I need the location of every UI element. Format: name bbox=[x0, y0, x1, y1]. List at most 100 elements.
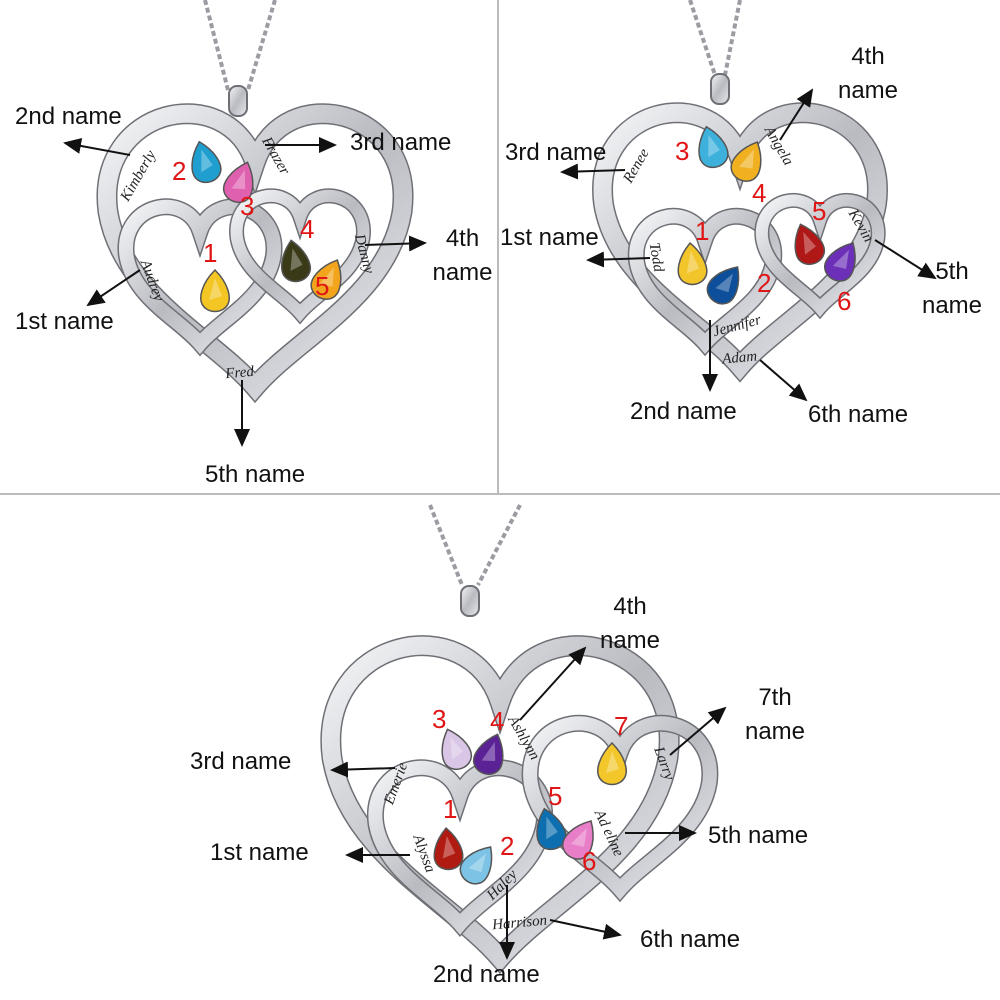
gem-5 bbox=[794, 223, 826, 265]
label-2nd-name: 2nd name bbox=[15, 103, 122, 130]
number-5: 5 bbox=[548, 781, 562, 811]
label-5th-name: 5th name bbox=[708, 822, 809, 849]
bail bbox=[228, 85, 248, 117]
gem-2 bbox=[459, 846, 493, 885]
label-3rd-name: 3rd name bbox=[350, 129, 452, 156]
pendant-right-heart bbox=[230, 189, 370, 323]
gemstone-shape bbox=[222, 161, 254, 203]
number-1: 1 bbox=[695, 216, 709, 246]
gem-2 bbox=[706, 266, 740, 305]
chain bbox=[688, 0, 717, 76]
gem-2 bbox=[191, 140, 222, 184]
chain bbox=[476, 504, 522, 586]
chain bbox=[723, 0, 742, 76]
gemstone-shape bbox=[280, 239, 312, 283]
number-2: 2 bbox=[500, 831, 514, 861]
arrow-1st-name bbox=[586, 251, 651, 268]
gemstone-shape bbox=[823, 242, 856, 282]
number-1: 1 bbox=[443, 794, 457, 824]
label-7th-name: 7th name bbox=[744, 684, 806, 745]
arrow-6th-name bbox=[549, 919, 622, 940]
pendant-outer-heart bbox=[97, 104, 413, 401]
chain bbox=[428, 504, 464, 586]
number-3: 3 bbox=[675, 136, 689, 166]
gem-3 bbox=[441, 728, 473, 770]
gemstone-shape bbox=[310, 259, 342, 300]
gem-facet bbox=[450, 736, 463, 760]
gem-7 bbox=[597, 741, 627, 786]
gemstone-shape bbox=[459, 846, 493, 885]
number-4: 4 bbox=[490, 706, 504, 736]
arrow-4th-name bbox=[779, 88, 814, 141]
label-2nd-name: 2nd name bbox=[433, 961, 540, 988]
gem-facet bbox=[606, 751, 619, 773]
arrow-4th-name bbox=[519, 646, 587, 721]
gem-facet bbox=[832, 249, 849, 269]
gem-facet bbox=[481, 741, 496, 762]
gemstone-shape bbox=[433, 827, 464, 871]
gem-facet bbox=[739, 149, 754, 169]
pendant-right-heart bbox=[756, 194, 884, 317]
number-2: 2 bbox=[757, 268, 771, 298]
pendant-right-heart bbox=[523, 716, 717, 900]
gem-facet bbox=[231, 169, 246, 190]
label-5th-name: 5th name bbox=[921, 258, 983, 319]
gem-facet bbox=[201, 149, 213, 173]
gem-1 bbox=[677, 242, 708, 286]
gem-facet bbox=[546, 816, 558, 840]
arrow-2nd-name bbox=[63, 138, 131, 156]
pendant-outer-heart bbox=[593, 103, 887, 381]
label-4th-name: 4th name bbox=[837, 43, 899, 104]
number-2: 2 bbox=[172, 156, 186, 186]
bail bbox=[460, 585, 480, 617]
engraving-todd: Todd bbox=[646, 241, 667, 273]
label-1st-name: 1st name bbox=[210, 839, 309, 866]
gem-6 bbox=[561, 820, 594, 860]
gemstone-shape bbox=[191, 140, 222, 184]
pendant-inner-heart bbox=[119, 199, 281, 355]
label-5th-name: 5th name bbox=[205, 461, 306, 488]
gem-4 bbox=[730, 141, 762, 182]
gem-4 bbox=[280, 239, 312, 283]
chain bbox=[246, 0, 277, 91]
gem-3 bbox=[222, 161, 254, 203]
number-4: 4 bbox=[752, 178, 766, 208]
engraving-adam: Adam bbox=[721, 349, 758, 368]
gem-facet bbox=[686, 251, 700, 274]
label-4th-name: 4th name bbox=[599, 593, 661, 654]
arrow-7th-name bbox=[669, 706, 727, 756]
vertical-divider bbox=[497, 0, 499, 494]
arrow-3rd-name bbox=[560, 163, 626, 180]
gem-facet bbox=[715, 273, 734, 293]
gemstone-shape bbox=[536, 807, 567, 851]
number-7: 7 bbox=[614, 711, 628, 741]
horizontal-divider bbox=[0, 493, 1000, 495]
engraving-harrison: Harrison bbox=[491, 913, 548, 934]
label-1st-name: 1st name bbox=[500, 224, 599, 251]
arrow-3rd-name bbox=[330, 761, 396, 778]
gem-1 bbox=[433, 827, 464, 871]
label-3rd-name: 3rd name bbox=[190, 748, 292, 775]
gem-facet bbox=[468, 853, 487, 873]
gem-facet bbox=[442, 836, 456, 859]
gemstone-shape bbox=[200, 268, 230, 313]
engraving-fred: Fred bbox=[224, 364, 255, 383]
number-5: 5 bbox=[315, 271, 329, 301]
chain bbox=[203, 0, 230, 91]
arrow-1st-name bbox=[86, 269, 141, 307]
gemstone-shape bbox=[472, 733, 504, 775]
arrow-4th-name bbox=[364, 235, 427, 252]
arrow-6th-name bbox=[759, 359, 808, 402]
gemstone-shape bbox=[561, 820, 594, 860]
gem-facet bbox=[570, 827, 587, 847]
gemstone-shape bbox=[597, 741, 627, 786]
gemstone-shape bbox=[441, 728, 473, 770]
label-6th-name: 6th name bbox=[640, 926, 741, 953]
gem-3 bbox=[698, 125, 729, 169]
number-4: 4 bbox=[300, 214, 314, 244]
label-3rd-name: 3rd name bbox=[505, 139, 607, 166]
number-5: 5 bbox=[812, 196, 826, 226]
number-6: 6 bbox=[837, 286, 851, 316]
